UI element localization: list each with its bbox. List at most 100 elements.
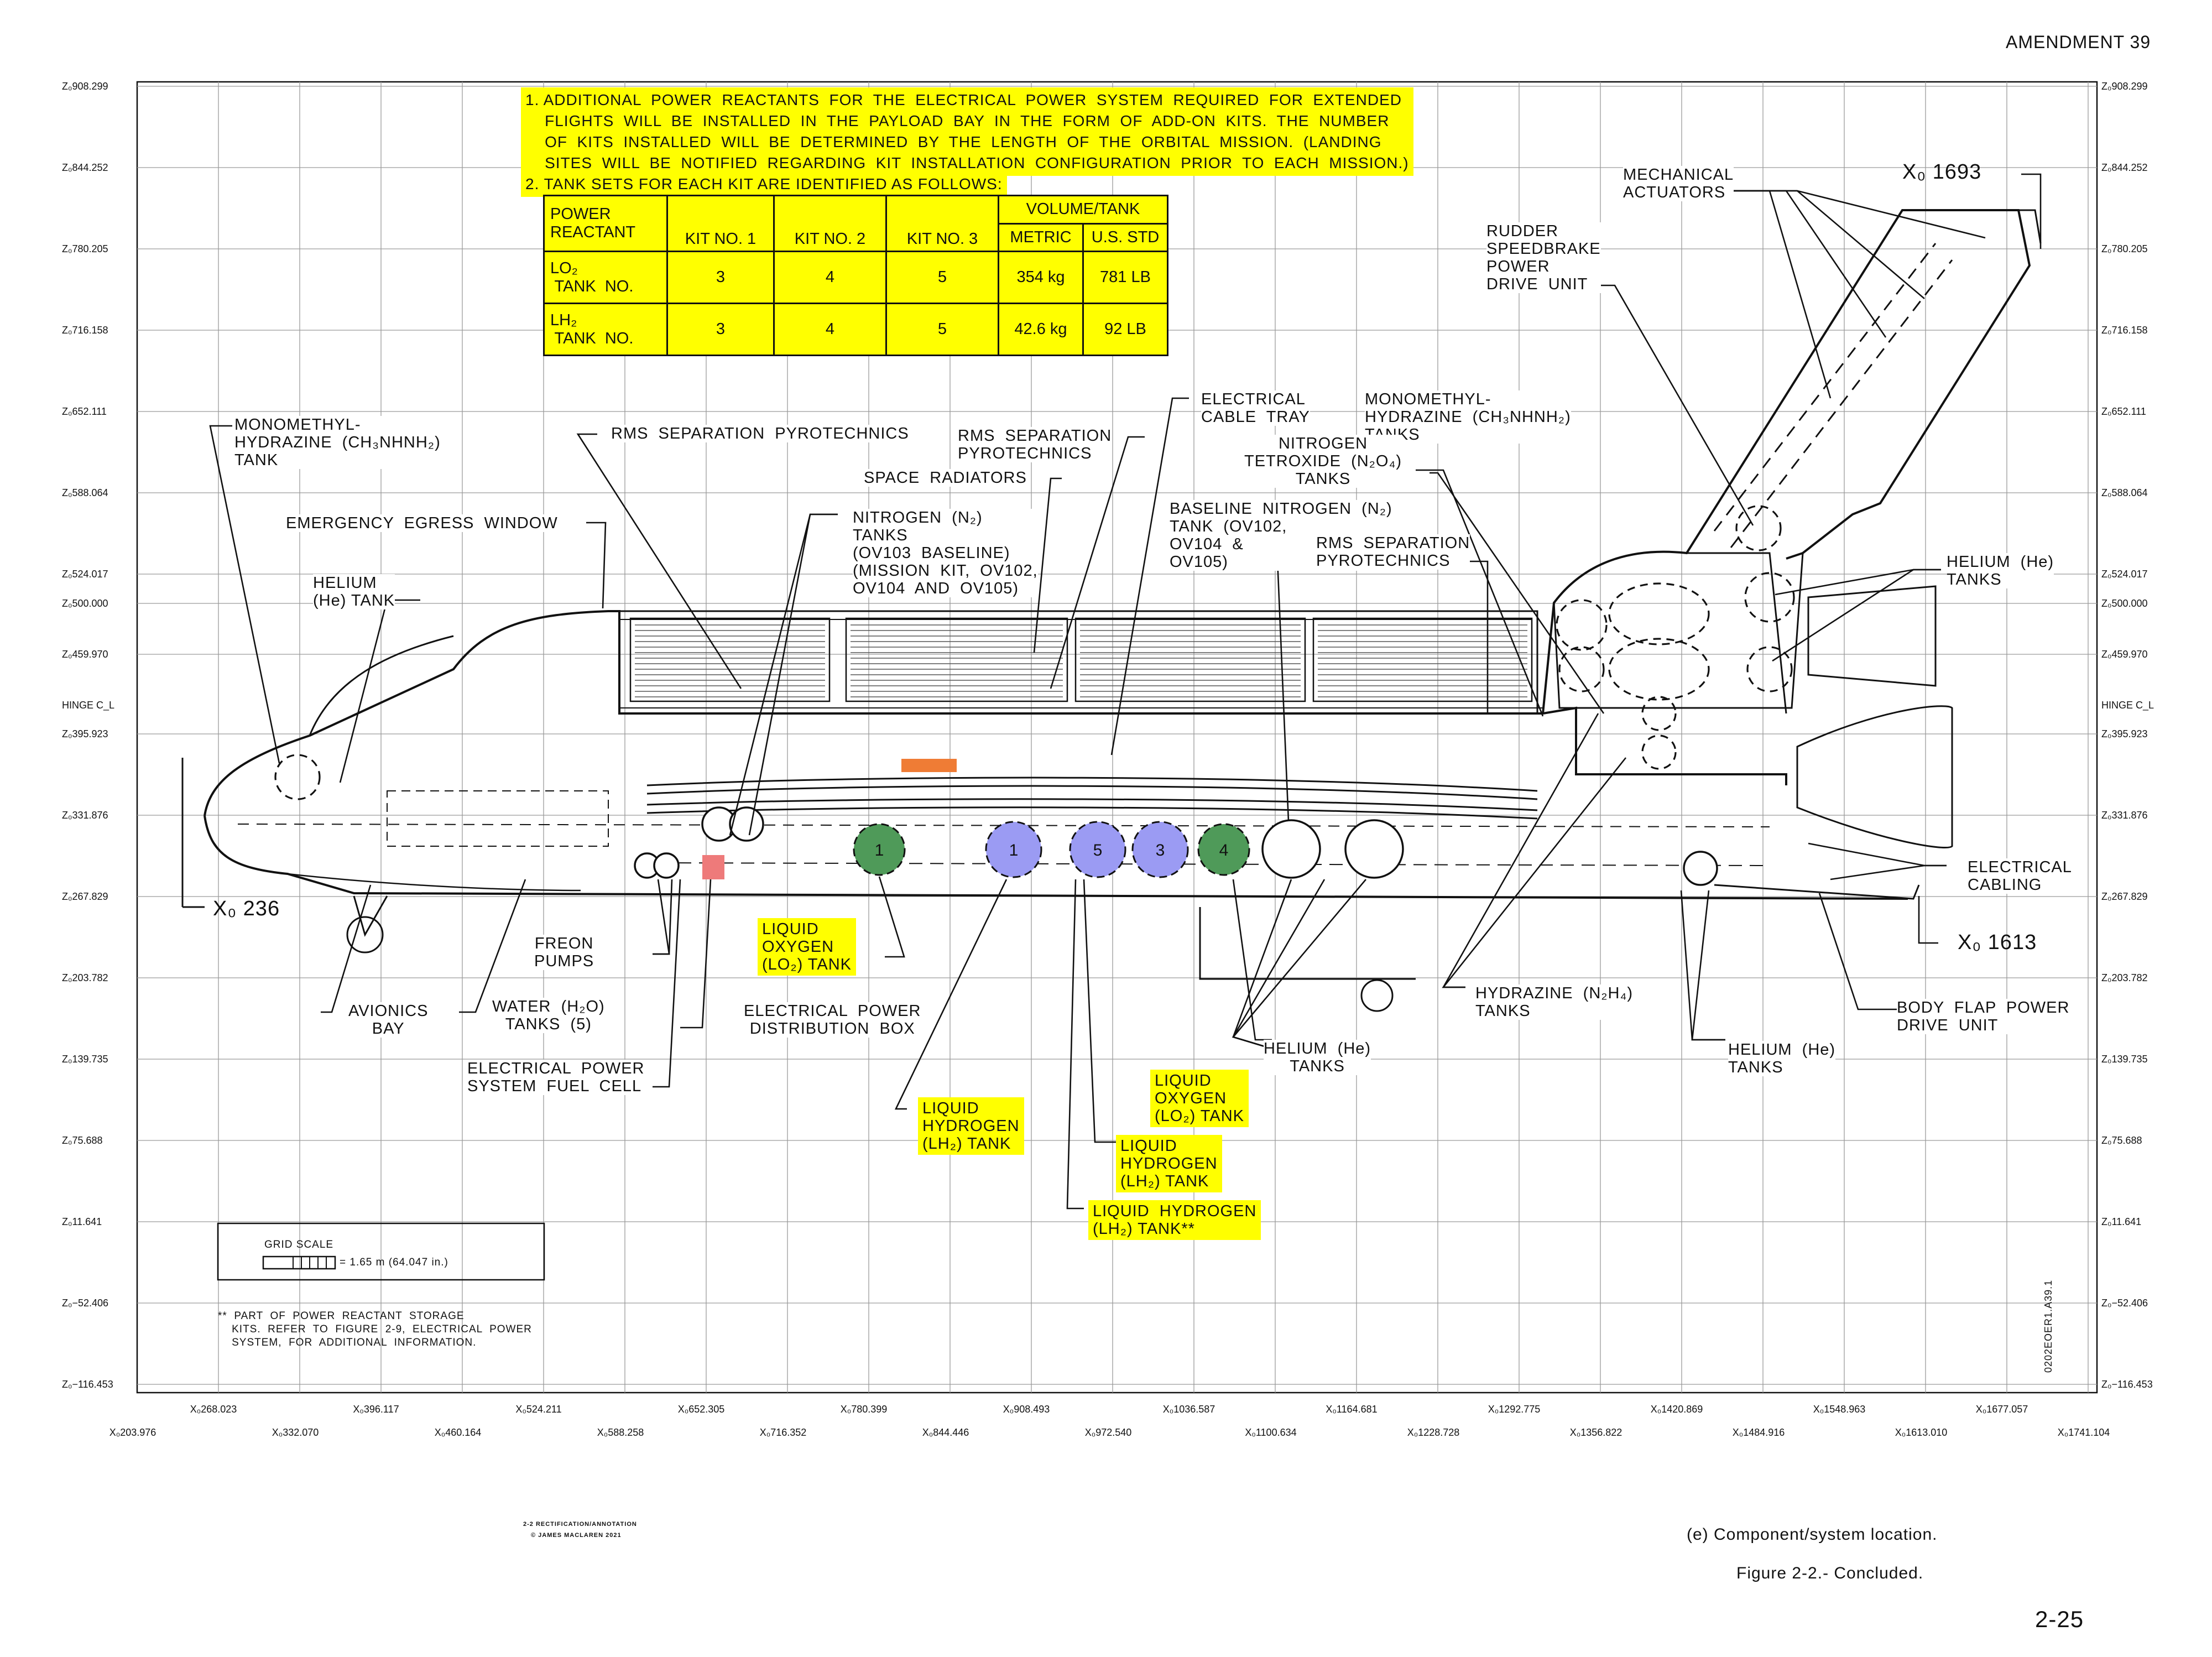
solid-tanks xyxy=(634,806,1718,886)
lo2-tank-4 xyxy=(1197,823,1250,876)
z-tick-label: Z₀908.299 xyxy=(62,81,108,92)
z-tick-label: Z₀139.735 xyxy=(62,1054,108,1065)
x-tick-label-lower: X₀1484.916 xyxy=(1732,1427,1785,1438)
z-tick-label: Z₀11.641 xyxy=(2101,1216,2142,1227)
grid-lines xyxy=(137,82,2097,1393)
z-tick-label: Z₀−116.453 xyxy=(2101,1379,2153,1390)
label-helium-tanks-aft: HELIUM (He) TANKS xyxy=(1947,553,2054,588)
page-number: 2-25 xyxy=(2035,1606,2084,1632)
z-tick-label: Z₀716.158 xyxy=(62,325,108,336)
space-radiator-panels xyxy=(629,617,1533,702)
label-rudder-pdu: RUDDER SPEEDBRAKE POWER DRIVE UNIT xyxy=(1486,222,1601,293)
x-tick-label-lower: X₀1100.634 xyxy=(1245,1427,1297,1438)
footnote: ** PART OF POWER REACTANT STORAGE KITS. … xyxy=(218,1310,532,1348)
x-tick-label-lower: X₀1613.010 xyxy=(1895,1427,1948,1438)
x-tick-label-upper: X₀652.305 xyxy=(677,1404,725,1415)
label-eps-fuel-cell: ELECTRICAL POWER SYSTEM FUEL CELL xyxy=(467,1060,645,1095)
kit-table-header-kit3: KIT NO. 3 xyxy=(885,195,999,252)
label-baseline-n2: BASELINE NITROGEN (N₂) TANK (OV102, OV10… xyxy=(1170,500,1392,571)
kit-table-lh2-metric: 42.6 kg xyxy=(998,303,1084,356)
x-tick-label-lower: X₀1741.104 xyxy=(2057,1427,2110,1438)
z-tick-label: Z₀−52.406 xyxy=(2101,1298,2148,1309)
z-tick-label: Z₀844.252 xyxy=(62,162,108,173)
label-helium-tanks-right: HELIUM (He) TANKS xyxy=(1728,1041,1836,1076)
radiator-panel xyxy=(845,617,1068,702)
label-rms-pyro-1: RMS SEPARATION PYROTECHNICS xyxy=(611,425,909,442)
z-tick-label: Z₀139.735 xyxy=(2101,1054,2148,1065)
figure-caption-2: Figure 2-2.- Concluded. xyxy=(1736,1564,1924,1582)
x-tick-label-upper: X₀908.493 xyxy=(1003,1404,1050,1415)
kit-table-lh2-kit1: 3 xyxy=(666,303,775,356)
x-tick-label-upper: X₀1164.681 xyxy=(1326,1404,1378,1415)
kit-table-lh2-label: LH₂ TANK NO. xyxy=(543,303,668,356)
grid-scale-value: = 1.65 m (64.047 in.) xyxy=(340,1257,448,1268)
label-n2-tanks: NITROGEN (N₂) TANKS (OV103 BASELINE) (MI… xyxy=(853,509,1038,597)
label-cable-tray: ELECTRICAL CABLE TRAY xyxy=(1201,390,1310,426)
credit-line-2: © JAMES MACLAREN 2021 xyxy=(531,1532,622,1539)
z-tick-label: Z₀500.000 xyxy=(62,598,108,609)
x-tick-label-lower: X₀588.258 xyxy=(597,1427,644,1438)
label-n2o4-tanks: NITROGEN TETROXIDE (N₂O₄) TANKS xyxy=(1244,435,1402,488)
kit-table-lo2-us: 781 LB xyxy=(1082,251,1168,304)
x-tick-label-lower: X₀1228.728 xyxy=(1407,1427,1460,1438)
kit-table-header-metric: METRIC xyxy=(998,222,1084,252)
z-tick-label: Z₀395.923 xyxy=(2101,728,2148,739)
x-tick-label-upper: X₀1677.057 xyxy=(1975,1404,2028,1415)
station-x1613: X₀ 1613 xyxy=(1958,931,2037,954)
tank-number-lo2-4: 4 xyxy=(1219,841,1229,859)
lh2-tank-1 xyxy=(985,821,1042,878)
amendment-label: AMENDMENT 39 xyxy=(2006,32,2151,52)
z-tick-label: Z₀203.782 xyxy=(62,972,108,983)
x-tick-label-upper: X₀524.211 xyxy=(515,1404,562,1415)
lh2-tank-5 xyxy=(1069,821,1126,878)
tank-number-lh2-1: 1 xyxy=(1009,841,1019,859)
z-tick-label: Z₀459.970 xyxy=(2101,649,2148,660)
z-tick-label: Z₀500.000 xyxy=(2101,598,2148,609)
z-tick-label: Z₀−116.453 xyxy=(62,1379,113,1390)
figure-caption-1: (e) Component/system location. xyxy=(1687,1525,1938,1544)
grid-scale-box xyxy=(217,1222,545,1281)
orbiter-outline xyxy=(181,209,2042,1012)
kit-table-header-reactant: POWER REACTANT xyxy=(543,195,668,252)
label-helium-tank: HELIUM (He) TANK xyxy=(313,574,395,609)
kit-table-header-kit1: KIT NO. 1 xyxy=(666,195,775,252)
kit-table-lo2-kit1: 3 xyxy=(666,251,775,304)
x-tick-label-upper: X₀1548.963 xyxy=(1813,1404,1866,1415)
label-body-flap-pdu: BODY FLAP POWER DRIVE UNIT xyxy=(1897,999,2070,1034)
z-tick-label: Z₀524.017 xyxy=(62,569,108,580)
label-elec-cabling: ELECTRICAL CABLING xyxy=(1968,858,2072,894)
tank-number-lh2-5: 5 xyxy=(1093,841,1103,859)
kit-table-lo2-kit3: 5 xyxy=(885,251,999,304)
grid-frame xyxy=(136,81,2098,1394)
lo2-tank-1 xyxy=(853,823,906,876)
lh2-tank-3 xyxy=(1131,821,1189,878)
x-tick-label-lower: X₀1356.822 xyxy=(1569,1427,1623,1438)
label-lo2-tank-2: LIQUID OXYGEN (LO₂) TANK xyxy=(1150,1070,1249,1127)
kit-table-header-kit2: KIT NO. 2 xyxy=(773,195,887,252)
cable-tray xyxy=(646,759,1538,820)
z-tick-label: Z₀652.111 xyxy=(62,406,107,417)
z-tick-label: Z₀588.064 xyxy=(2101,487,2148,498)
label-rms-pyro-3: RMS SEPARATION PYROTECHNICS xyxy=(1316,534,1470,570)
x-tick-label-upper: X₀1420.869 xyxy=(1650,1404,1703,1415)
z-tick-label: HINGE C_L xyxy=(2101,700,2154,711)
z-tick-label: Z₀331.876 xyxy=(62,810,108,821)
label-lh2-tank-1: LIQUID HYDROGEN (LH₂) TANK xyxy=(918,1097,1024,1155)
x-tick-label-lower: X₀716.352 xyxy=(759,1427,807,1438)
station-x1693: X₀ 1693 xyxy=(1902,160,1982,184)
z-tick-label: Z₀75.688 xyxy=(62,1135,103,1146)
x-tick-label-lower: X₀332.070 xyxy=(272,1427,319,1438)
z-tick-label: Z₀459.970 xyxy=(62,649,108,660)
z-tick-label: Z₀524.017 xyxy=(2101,569,2148,580)
label-helium-tanks-mid: HELIUM (He) TANKS xyxy=(1264,1040,1371,1075)
z-tick-label: Z₀203.782 xyxy=(2101,972,2148,983)
side-code: 0202EOER1.A39.1 xyxy=(2043,1279,2054,1373)
x-tick-label-upper: X₀396.117 xyxy=(353,1404,399,1415)
label-hydrazine-tanks: HYDRAZINE (N₂H₄) TANKS xyxy=(1475,984,1633,1020)
z-tick-label: Z₀780.205 xyxy=(2101,243,2148,254)
radiator-panel xyxy=(1312,617,1533,702)
label-lh2-tank-3: LIQUID HYDROGEN (LH₂) TANK** xyxy=(1088,1200,1261,1240)
tank-number-lo2-1: 1 xyxy=(874,841,884,859)
z-tick-label: Z₀−52.406 xyxy=(62,1298,109,1309)
